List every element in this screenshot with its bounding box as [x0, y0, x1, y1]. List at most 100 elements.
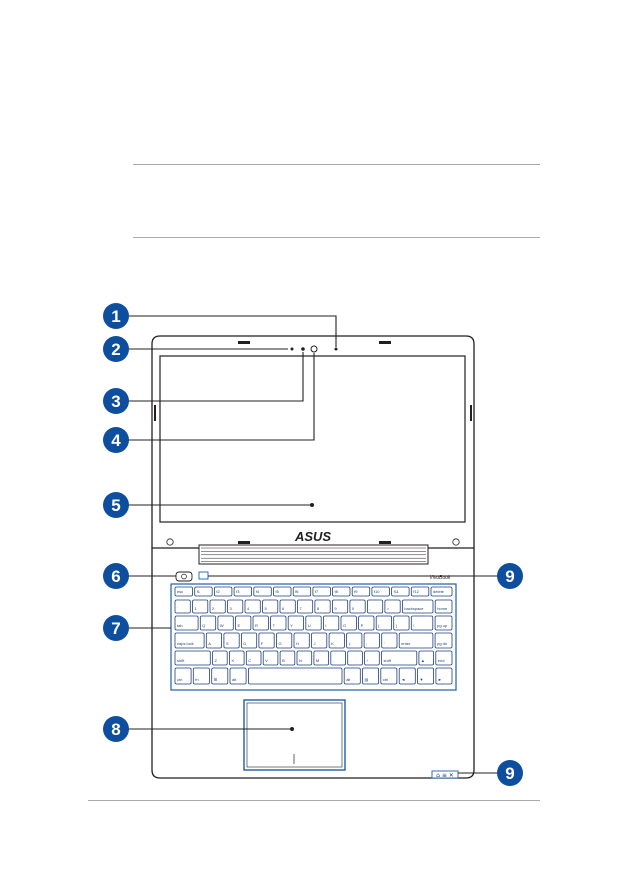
keyboard-key[interactable] [174, 586, 193, 597]
keyboard-key[interactable] [296, 650, 313, 666]
keyboard-key[interactable] [347, 650, 363, 666]
keyboard-key[interactable] [362, 667, 380, 685]
keyboard-key[interactable] [279, 650, 296, 666]
keyboard-key-label: f12 [413, 589, 419, 594]
keyboard-key[interactable] [273, 586, 292, 597]
keyboard-key[interactable] [205, 632, 223, 649]
keyboard-key-label: H [296, 641, 299, 646]
keyboard-key[interactable] [174, 599, 191, 614]
keyboard-key[interactable] [174, 632, 205, 649]
keyboard-key[interactable] [401, 599, 434, 614]
touchpad[interactable] [243, 699, 346, 771]
keyboard-key[interactable] [235, 615, 252, 631]
keyboard-key[interactable] [262, 599, 279, 614]
keyboard-key[interactable] [192, 599, 209, 614]
keyboard-key-label: I [325, 623, 326, 628]
keyboard-key[interactable] [434, 599, 453, 614]
keyboard-key[interactable] [244, 599, 261, 614]
keyboard-key-label: 8 [317, 606, 320, 611]
keyboard-key[interactable] [212, 650, 228, 666]
keyboard-key[interactable] [227, 599, 244, 614]
keyboard-key[interactable] [192, 667, 210, 685]
keyboard-key[interactable] [252, 615, 269, 631]
keyboard-key[interactable] [211, 667, 229, 685]
keyboard-key[interactable] [363, 632, 380, 649]
keyboard-key[interactable] [358, 615, 375, 631]
keyboard-key[interactable] [311, 632, 328, 649]
keyboard-key[interactable] [332, 586, 351, 597]
bottom-divider-line [88, 800, 540, 801]
keyboard-key[interactable] [293, 632, 310, 649]
keyboard-key[interactable] [258, 632, 275, 649]
keyboard-key[interactable] [314, 599, 331, 614]
keyboard-key[interactable] [296, 599, 314, 614]
keyboard-key[interactable] [349, 599, 366, 614]
keyboard-key[interactable] [305, 615, 322, 631]
keyboard-key[interactable] [381, 632, 398, 649]
keyboard-key[interactable] [410, 615, 434, 631]
keyboard-key[interactable] [174, 650, 211, 666]
screen-hinge-mark-left [166, 538, 174, 546]
power-button[interactable] [175, 571, 193, 582]
keyboard-key[interactable] [223, 632, 240, 649]
keyboard-key[interactable] [434, 615, 453, 631]
keyboard-key-label: . [350, 658, 351, 663]
keyboard-key[interactable] [292, 586, 312, 597]
keyboard-key[interactable] [328, 632, 345, 649]
keyboard-key-label: 9 [334, 606, 337, 611]
keyboard-key[interactable] [391, 586, 410, 597]
keyboard-key[interactable] [233, 586, 253, 597]
model-badge: VivoBook [429, 575, 451, 581]
keyboard-key[interactable] [245, 650, 262, 666]
keyboard-key-label: ; [366, 641, 367, 646]
keyboard-key[interactable] [351, 586, 371, 597]
keyboard-key[interactable] [313, 650, 329, 666]
keyboard-key[interactable] [430, 586, 453, 597]
keyboard-key[interactable] [434, 632, 453, 649]
keyboard-key[interactable] [418, 650, 434, 666]
keyboard-key[interactable] [340, 615, 357, 631]
keyboard-key[interactable] [213, 586, 233, 597]
keyboard-key[interactable] [229, 667, 247, 685]
keyboard-key[interactable] [381, 650, 418, 666]
keyboard-key[interactable] [331, 599, 349, 614]
keyboard-key[interactable] [330, 650, 346, 666]
keyboard-key[interactable] [343, 667, 361, 685]
keyboard-key[interactable] [270, 615, 287, 631]
keyboard-key[interactable] [174, 615, 199, 631]
keyboard-key[interactable] [228, 650, 245, 666]
keyboard-key[interactable] [346, 632, 363, 649]
lid-bumper-bottom-left [238, 541, 250, 544]
keyboard-key[interactable] [279, 599, 296, 614]
keyboard-key[interactable] [366, 599, 384, 614]
keyboard-key[interactable] [174, 667, 192, 685]
keyboard-key-label: backspace [404, 606, 424, 611]
keyboard-key[interactable] [435, 650, 453, 666]
keyboard-key[interactable] [322, 615, 340, 631]
keyboard-key[interactable] [217, 615, 234, 631]
keyboard-key[interactable] [253, 586, 272, 597]
keyboard-key[interactable] [435, 667, 453, 685]
keyboard-key[interactable] [276, 632, 293, 649]
keyboard-key[interactable] [410, 586, 430, 597]
keyboard-key[interactable] [380, 667, 398, 685]
keyboard-key-label: ⊞ [214, 677, 217, 682]
keyboard-key[interactable] [194, 586, 213, 597]
keyboard-key[interactable] [398, 667, 416, 685]
keyboard-key[interactable] [384, 599, 401, 614]
keyboard-key[interactable] [209, 599, 226, 614]
keyboard-key-label: ▲ [421, 658, 425, 663]
keyboard-key[interactable] [287, 615, 305, 631]
keyboard-key[interactable] [393, 615, 410, 631]
keyboard-key[interactable] [371, 586, 390, 597]
keyboard-key[interactable] [199, 615, 217, 631]
keyboard-key[interactable] [262, 650, 279, 666]
keyboard-key[interactable] [240, 632, 258, 649]
keyboard-key[interactable] [375, 615, 393, 631]
keyboard-key[interactable] [364, 650, 380, 666]
keyboard-key[interactable] [312, 586, 331, 597]
keyboard-key[interactable] [417, 667, 435, 685]
keyboard-key[interactable] [247, 667, 343, 685]
keyboard-key-label: shift [177, 658, 185, 663]
keyboard-key[interactable] [398, 632, 434, 649]
